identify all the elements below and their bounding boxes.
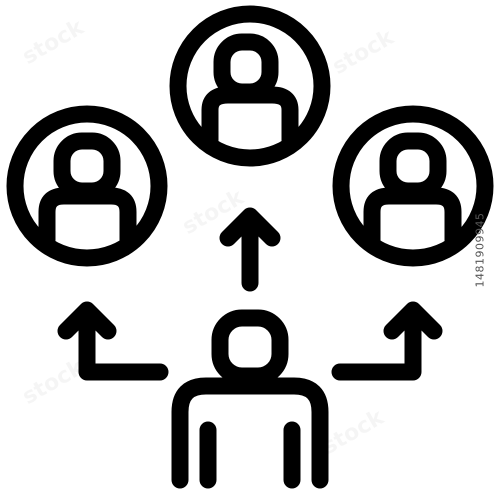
right-person-circle-icon	[332, 105, 494, 267]
left-arrow-icon	[57, 301, 169, 381]
up-arrow-icon	[219, 207, 281, 292]
stock-id-watermark: 1481909945	[473, 212, 487, 288]
top-person-circle-icon	[169, 5, 331, 167]
left-person-circle-icon	[6, 105, 168, 267]
main-person-icon	[171, 309, 329, 489]
right-arrow-icon	[331, 301, 443, 381]
